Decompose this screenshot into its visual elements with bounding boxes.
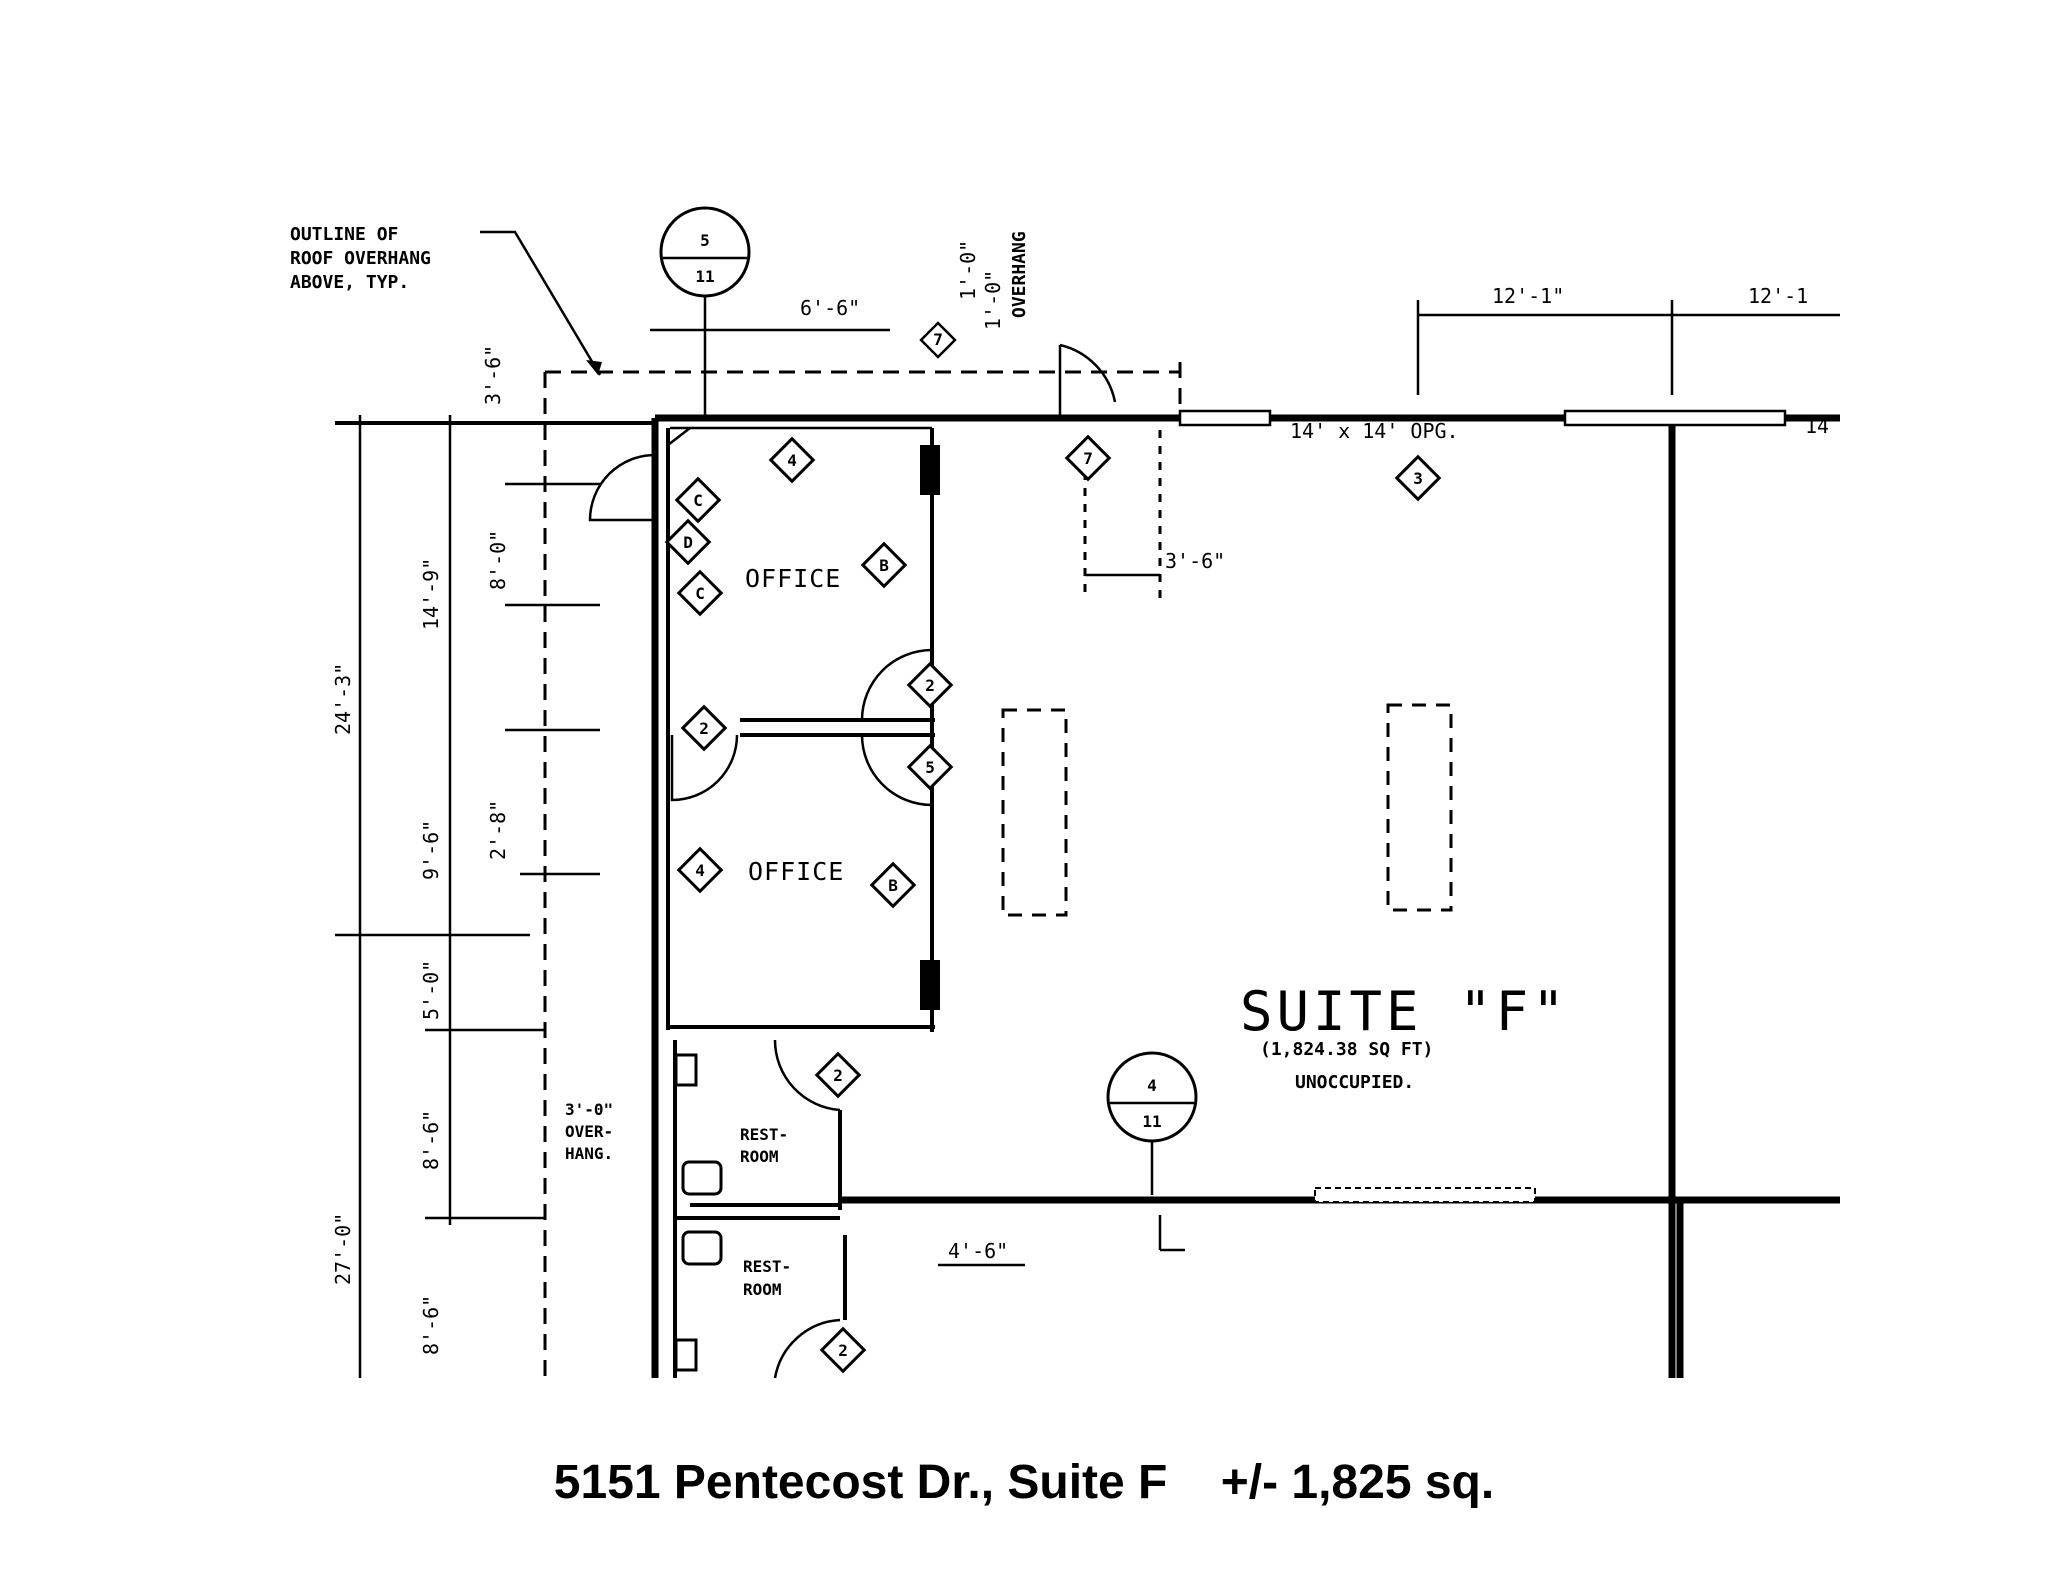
- restroom-fixtures: [674, 1053, 723, 1372]
- door-tag: 7: [1064, 434, 1112, 482]
- dimension-lines: [335, 300, 1840, 1378]
- dim-top-1: 6'-6": [800, 296, 860, 320]
- overhang-side-note-2: OVER-: [565, 1122, 613, 1141]
- office-1-label: OFFICE: [745, 564, 841, 593]
- interior-walls: [666, 426, 940, 1378]
- door-tag: B: [869, 861, 917, 909]
- section-marker-top: 4: [1147, 1076, 1157, 1095]
- dim-left-7: 5'-0": [419, 960, 443, 1020]
- suite-name: SUITE "F": [1240, 980, 1569, 1043]
- exterior-walls: [335, 414, 1840, 1378]
- dim-left-8: 8'-6": [419, 1110, 443, 1170]
- svg-text:2: 2: [699, 719, 709, 738]
- dim-left-5: 9'-6": [419, 820, 443, 880]
- overhang-top-note: OVERHANG: [1009, 231, 1030, 318]
- svg-text:B: B: [879, 556, 889, 575]
- leader-line: [480, 230, 602, 376]
- restroom-2-label-a: REST-: [743, 1257, 791, 1276]
- dim-top-5: 12'-1: [1748, 284, 1808, 308]
- svg-text:D: D: [683, 533, 693, 552]
- door-swing: [860, 734, 934, 807]
- door-tag: 2: [906, 661, 954, 709]
- dim-left-2: 14'-9": [419, 558, 443, 630]
- dim-top-2: 1'-0": [981, 270, 1005, 330]
- section-marker-5-11: 5 11: [659, 206, 751, 418]
- door-swing: [773, 1318, 841, 1379]
- listing-caption: 5151 Pentecost Dr., Suite F +/- 1,825 sq…: [553, 1456, 1495, 1509]
- dim-left-4: 24'-3": [331, 663, 355, 735]
- roof-note-line-3: ABOVE, TYP.: [290, 272, 409, 293]
- svg-text:7: 7: [1083, 449, 1093, 468]
- svg-text:C: C: [693, 491, 703, 510]
- dimension-labels: 6'-6" 1'-0" 1'-0" 12'-1" 12'-1 3'-6" 14'…: [331, 240, 1808, 1355]
- door-tag: 2: [680, 704, 728, 752]
- opening-label: 14' x 14' OPG.: [1290, 419, 1459, 443]
- door-tag: 2: [814, 1051, 862, 1099]
- svg-text:2: 2: [833, 1066, 843, 1085]
- dim-inner-1: 3'-6": [1165, 549, 1225, 573]
- overhang-side-note-1: 3'-0": [565, 1100, 613, 1119]
- dim-left-1: 3'-6": [481, 345, 505, 405]
- suite-status: UNOCCUPIED.: [1295, 1072, 1414, 1093]
- door-swing: [860, 648, 934, 721]
- roof-note-line-2: ROOF OVERHANG: [290, 248, 431, 269]
- door-swing: [588, 453, 656, 522]
- window-jamb: [920, 445, 940, 495]
- restroom-1-label-a: REST-: [740, 1125, 788, 1144]
- dim-left-9: 27'-0": [331, 1213, 355, 1285]
- svg-text:2: 2: [925, 676, 935, 695]
- door-tag: D: [664, 518, 712, 566]
- section-marker-top: 5: [700, 231, 710, 250]
- door-swing: [1058, 343, 1117, 418]
- suite-area: (1,824.38 SQ FT): [1260, 1039, 1433, 1060]
- dim-inner-2: 4'-6": [948, 1239, 1008, 1263]
- svg-text:2: 2: [838, 1341, 848, 1360]
- doors: [588, 343, 1117, 1379]
- svg-text:7: 7: [933, 330, 943, 349]
- restroom-1-label-b: ROOM: [740, 1147, 779, 1166]
- door-tag: B: [860, 541, 908, 589]
- door-tag: 2: [819, 1326, 867, 1374]
- dim-left-3: 8'-0": [486, 530, 510, 590]
- door-swing: [670, 734, 739, 802]
- overhead-door-opening: [1178, 409, 1787, 1203]
- door-swing: [773, 1039, 841, 1112]
- svg-text:B: B: [888, 876, 898, 895]
- door-tag: 3: [1394, 454, 1442, 502]
- door-tag: C: [676, 569, 724, 617]
- svg-text:5: 5: [925, 758, 935, 777]
- dashed-fixtures: [1001, 703, 1453, 917]
- overhang-side-note-3: HANG.: [565, 1144, 613, 1163]
- roof-overhang-outline: [543, 362, 1182, 1378]
- door-tag: 7: [919, 321, 957, 359]
- roof-note-line-1: OUTLINE OF: [290, 224, 398, 245]
- restroom-2-label-b: ROOM: [743, 1280, 782, 1299]
- door-tag: 5: [906, 743, 954, 791]
- door-tag: 4: [676, 846, 724, 894]
- leader-arrow: [586, 360, 602, 375]
- svg-text:3: 3: [1413, 469, 1423, 488]
- door-tags: 4 C D C B 2 2 5 4 B 7 3 2 2 7: [664, 321, 1442, 1374]
- dim-top-3: 1'-0": [956, 240, 980, 300]
- section-marker-bottom: 11: [1142, 1112, 1161, 1131]
- door-tag: 4: [768, 436, 816, 484]
- svg-text:4: 4: [787, 451, 797, 470]
- door-tag: C: [674, 476, 722, 524]
- svg-text:4: 4: [695, 861, 705, 880]
- dim-top-4: 12'-1": [1492, 284, 1564, 308]
- dim-left-6: 2'-8": [486, 800, 510, 860]
- office-2-label: OFFICE: [748, 857, 844, 886]
- section-marker-bottom: 11: [695, 267, 714, 286]
- section-marker-4-11: 4 11: [1106, 1051, 1198, 1195]
- svg-text:C: C: [695, 584, 705, 603]
- dim-left-10: 8'-6": [419, 1295, 443, 1355]
- window-jamb: [920, 960, 940, 1010]
- opening-label-cut: 14: [1805, 414, 1829, 438]
